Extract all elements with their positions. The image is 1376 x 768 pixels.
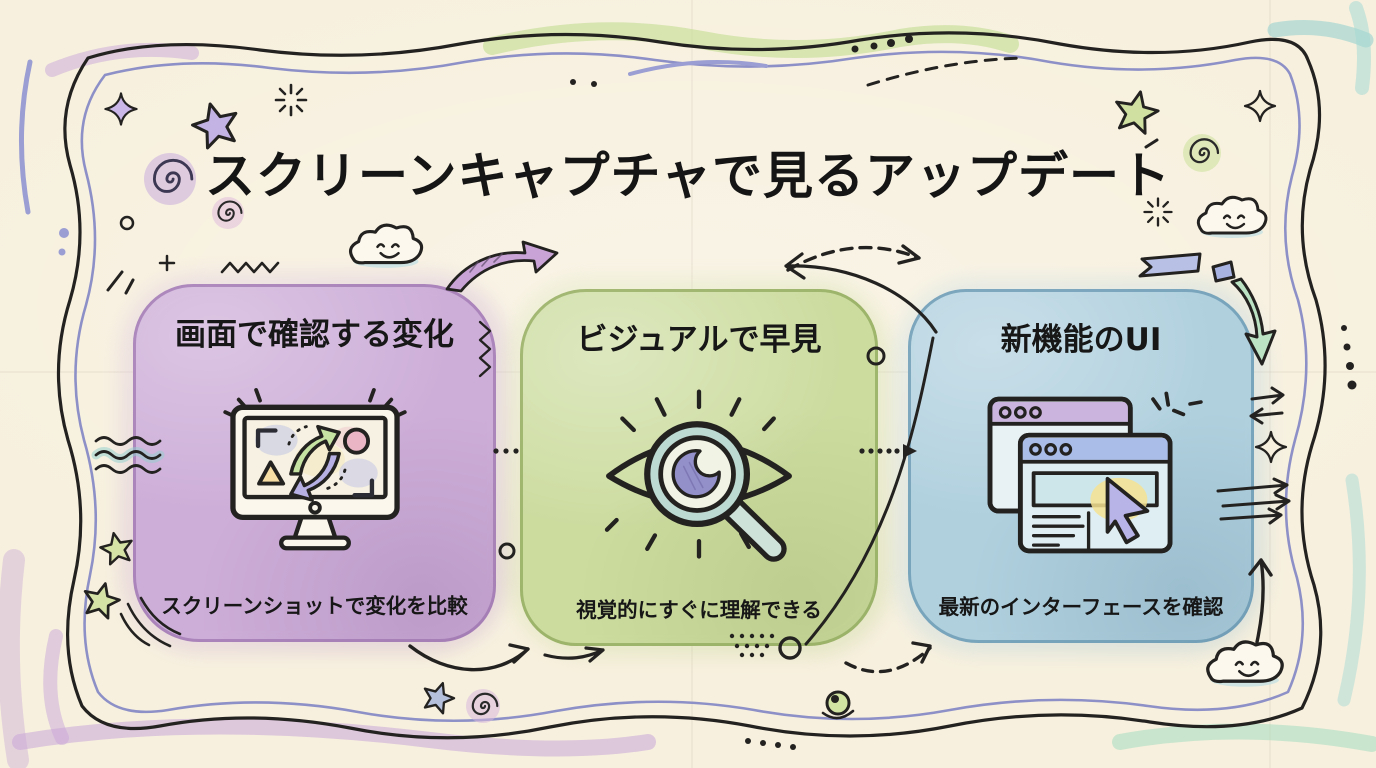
card-visual-quick-view: ビジュアルで早見 視覚的にすぐに理解できる bbox=[520, 289, 878, 646]
sparkle-icon bbox=[104, 92, 138, 126]
dashed-arrow-icon bbox=[786, 245, 918, 272]
card-title: 新機能のUI bbox=[1000, 322, 1162, 358]
card-caption: 最新のインターフェースを確認 bbox=[938, 595, 1224, 619]
card-caption: 視覚的にすぐに理解できる bbox=[576, 598, 822, 622]
radiating-lines-icon bbox=[1151, 391, 1186, 416]
paper-crease bbox=[1269, 0, 1271, 768]
star-icon bbox=[418, 677, 459, 717]
circle-icon bbox=[825, 690, 851, 716]
browser-windows-cursor-icon bbox=[967, 359, 1195, 590]
zigzag-icon bbox=[220, 261, 280, 274]
spiral-icon bbox=[471, 692, 499, 716]
ribbon-icon bbox=[1211, 260, 1236, 283]
cloud-smile-icon bbox=[1206, 640, 1284, 689]
dashed-line bbox=[866, 56, 1024, 87]
accent-line bbox=[628, 60, 768, 76]
plus-icon bbox=[158, 254, 176, 272]
card-title: 画面で確認する変化 bbox=[175, 317, 454, 353]
card-caption: スクリーンショットで変化を比較 bbox=[161, 594, 468, 618]
sparkle-icon bbox=[1243, 89, 1277, 123]
card-screen-changes: 画面で確認する変化 bbox=[133, 284, 496, 642]
dashed-arrow-icon bbox=[844, 646, 932, 674]
star-icon bbox=[1110, 86, 1163, 137]
card-new-feature-ui: 新機能のUI bbox=[908, 289, 1254, 643]
circle-icon bbox=[119, 215, 135, 231]
cloud-smile-icon bbox=[348, 223, 424, 270]
dots-icon bbox=[58, 228, 69, 256]
flag-icon bbox=[1138, 252, 1202, 278]
card-title: ビジュアルで早見 bbox=[576, 322, 822, 358]
burst-icon bbox=[274, 83, 308, 117]
eye-magnifier-icon bbox=[584, 359, 814, 593]
monitor-refresh-icon bbox=[204, 354, 426, 589]
page-title: スクリーンキャプチャで見るアップデート bbox=[205, 147, 1171, 205]
deco-bottom bbox=[418, 640, 1284, 723]
slash-marks-icon bbox=[106, 270, 135, 295]
star-icon bbox=[78, 577, 124, 622]
